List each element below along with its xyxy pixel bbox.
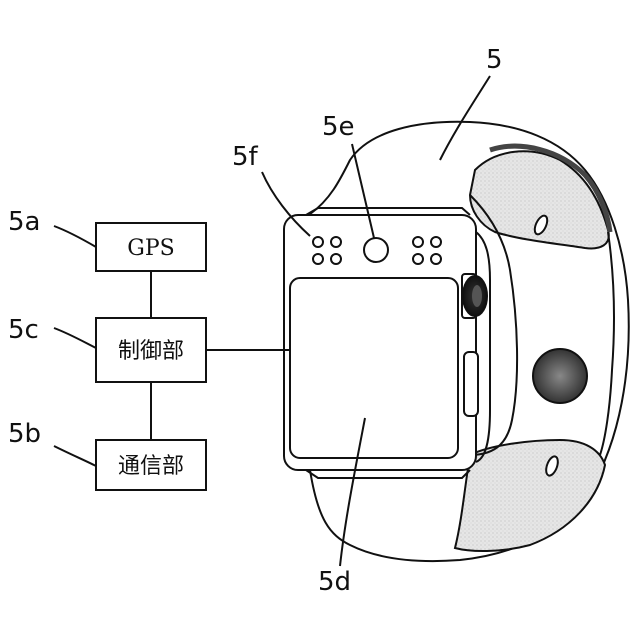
label-gps-ref: 5a — [8, 207, 40, 237]
label-camera: 5e — [322, 112, 355, 142]
control-block-label: 制御部 — [118, 339, 184, 364]
back-sensor — [533, 349, 587, 403]
label-speaker: 5f — [232, 142, 259, 172]
display — [290, 278, 458, 458]
camera-lens — [364, 238, 388, 262]
label-watch: 5 — [486, 45, 503, 75]
label-display-ref: 5d — [318, 567, 351, 597]
label-control-ref: 5c — [8, 315, 39, 345]
block-diagram: GPS 制御部 通信部 — [96, 223, 290, 490]
comm-block-label: 通信部 — [118, 454, 184, 479]
label-comm-ref: 5b — [8, 419, 41, 449]
band-inner-bottom — [455, 440, 605, 551]
gps-block-label: GPS — [127, 236, 174, 261]
side-button — [464, 352, 478, 416]
